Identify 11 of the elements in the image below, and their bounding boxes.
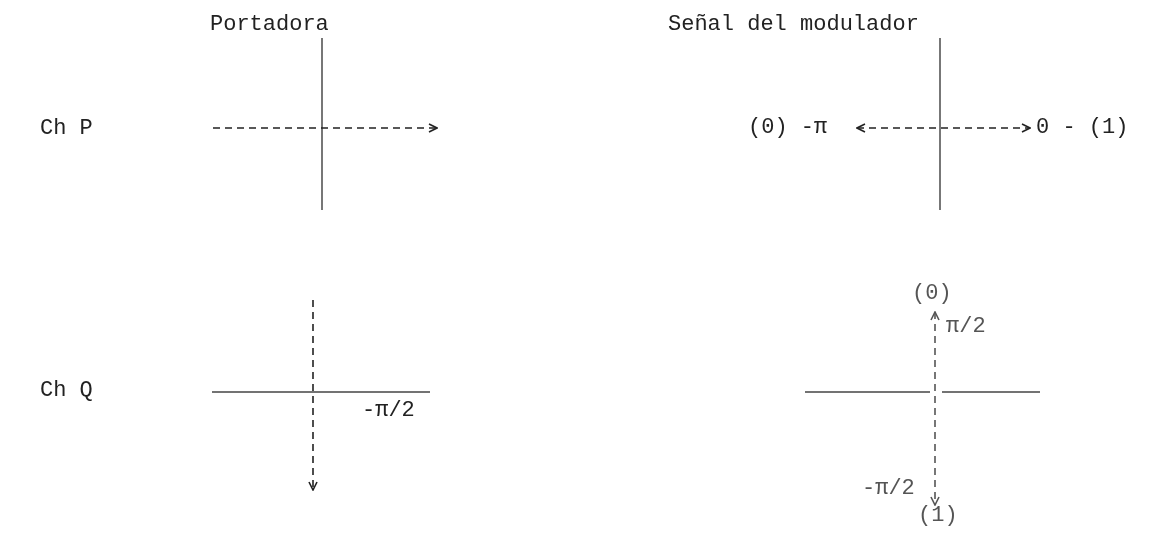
bit-label: (0)	[912, 283, 952, 305]
bit-label: (1)	[918, 505, 958, 527]
phase-label: -π/2	[862, 478, 915, 500]
heading: Señal del modulador	[668, 14, 919, 36]
channel-label: Ch P	[40, 118, 93, 140]
phase-label: π/2	[946, 316, 986, 338]
phase-label: (0) -π	[748, 117, 828, 139]
heading: Portadora	[210, 14, 329, 36]
phase-label: 0 - (1)	[1036, 117, 1129, 139]
phase-label: -π/2	[362, 400, 415, 422]
channel-label: Ch Q	[40, 380, 93, 402]
